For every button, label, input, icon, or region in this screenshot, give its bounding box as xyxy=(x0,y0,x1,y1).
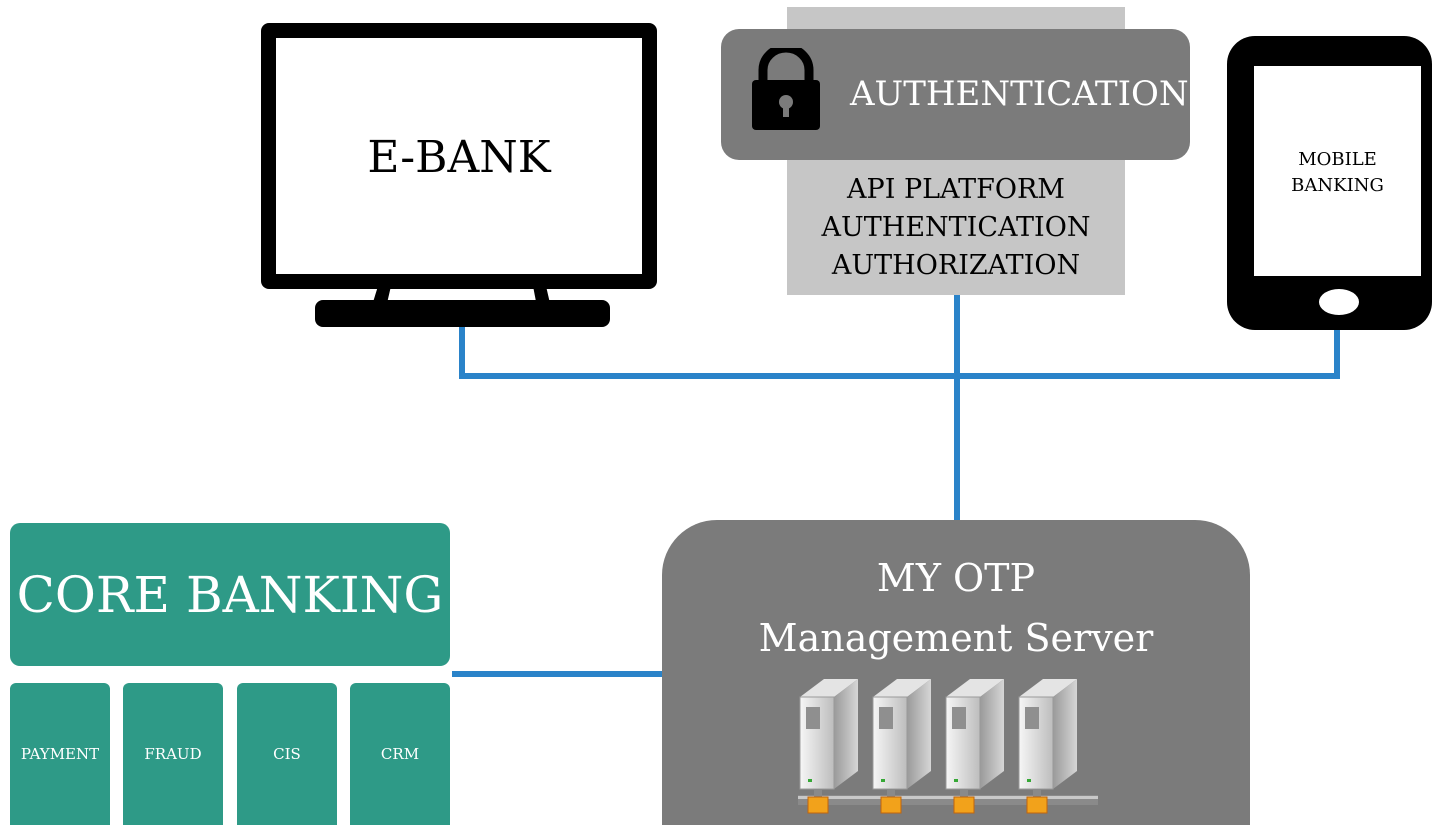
module-cis xyxy=(237,683,337,825)
server-tower-4 xyxy=(1018,679,1077,814)
mobile-banking-line-2: BANKING xyxy=(1291,175,1384,196)
module-crm xyxy=(350,683,450,825)
server-tower-2 xyxy=(872,679,931,814)
module-fraud-label: FRAUD xyxy=(144,745,202,763)
api-platform-line-1: API PLATFORM xyxy=(847,174,1065,205)
api-platform-line-2: AUTHENTICATION xyxy=(821,212,1091,243)
api-platform-line-3: AUTHORIZATION xyxy=(831,250,1081,281)
server-tower-3 xyxy=(945,679,1004,814)
module-fraud xyxy=(123,683,223,825)
otp-title-line-1: MY OTP xyxy=(876,556,1036,600)
otp-title-line-2: Management Server xyxy=(758,616,1154,660)
module-payment-label: PAYMENT xyxy=(20,745,100,763)
core-banking-box xyxy=(10,523,450,666)
module-cis-label: CIS xyxy=(273,745,301,763)
monitor-icon xyxy=(261,23,657,327)
core-banking-title: CORE BANKING xyxy=(16,566,444,624)
module-crm-label: CRM xyxy=(380,745,420,763)
server-tower-1 xyxy=(799,679,858,814)
ebank-label: E-BANK xyxy=(367,132,551,183)
phone-icon xyxy=(1227,36,1432,330)
lock-icon xyxy=(752,48,820,130)
mobile-banking-line-1: MOBILE xyxy=(1298,149,1377,170)
module-payment xyxy=(10,683,110,825)
authentication-header-label: AUTHENTICATION xyxy=(850,74,1189,114)
connectors xyxy=(452,295,1340,677)
server-icon xyxy=(798,679,1098,814)
connector-ebank-mobile xyxy=(459,319,1340,379)
